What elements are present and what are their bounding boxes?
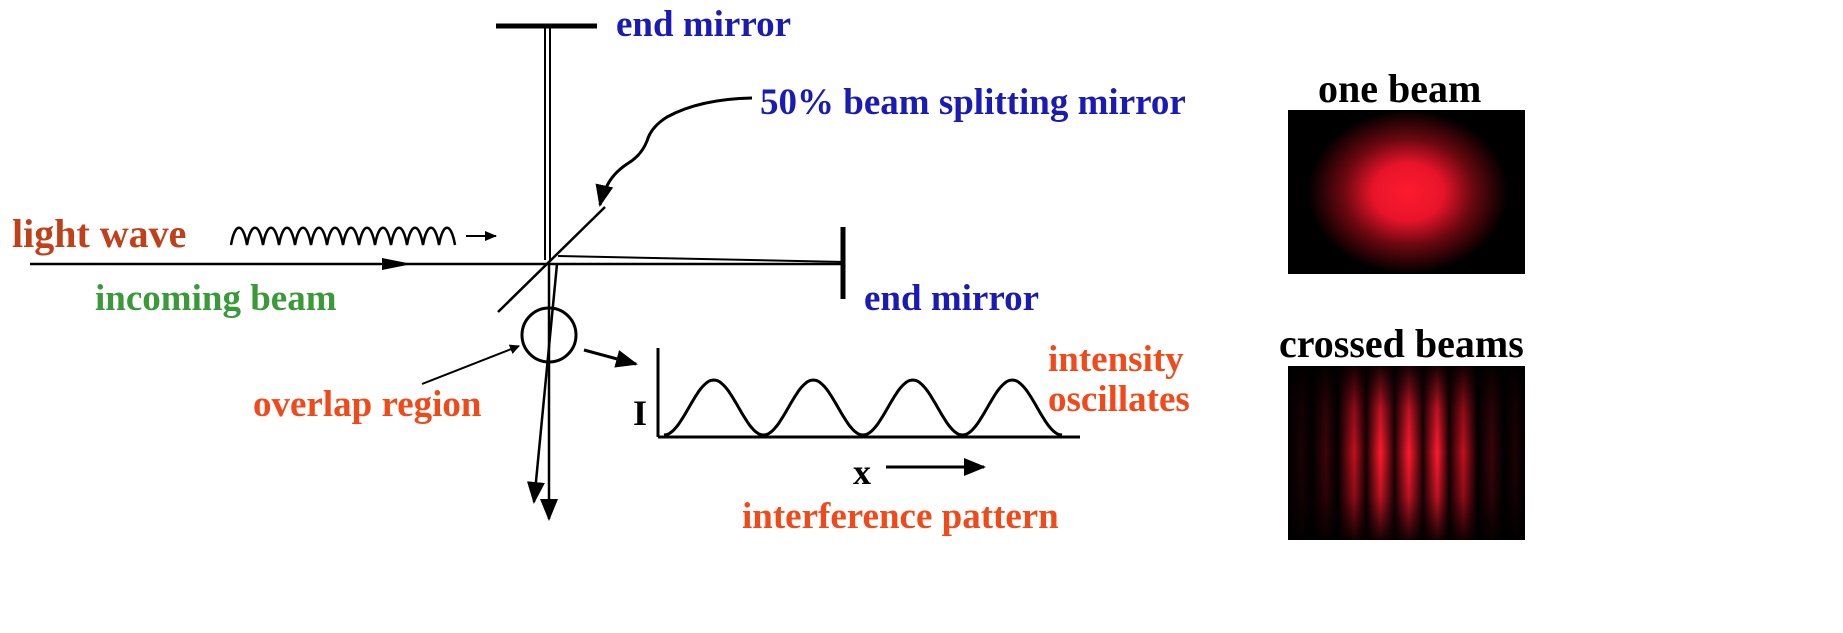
incoming-beam-arrowhead xyxy=(382,258,412,270)
overlap-region-pointer xyxy=(421,344,520,385)
intensity-curve xyxy=(663,378,1063,437)
one-beam-label: one beam xyxy=(1318,66,1481,111)
splitter-pointer-arrow xyxy=(595,96,753,207)
one-beam-spot xyxy=(1308,110,1508,274)
crossed-beams-label: crossed beams xyxy=(1279,321,1524,366)
incoming-beam-label: incoming beam xyxy=(95,278,337,319)
intensity-oscillates-line2: oscillates xyxy=(1048,379,1190,420)
beam-splitter xyxy=(497,206,606,313)
overlap-region-label: overlap region xyxy=(253,384,482,425)
beam-splitter-label: 50% beam splitting mirror xyxy=(760,82,1186,123)
right-end-mirror-label: end mirror xyxy=(864,278,1039,319)
top-end-mirror-label: end mirror xyxy=(616,4,791,45)
intensity-plot: I x xyxy=(633,348,1080,492)
to-plot-arrow xyxy=(583,348,638,368)
position-axis-label: x xyxy=(853,452,871,492)
intensity-axis-label: I xyxy=(633,393,647,433)
interference-pattern-label: interference pattern xyxy=(742,496,1059,537)
light-wave-squiggle xyxy=(229,226,457,246)
intensity-oscillates-line1: intensity xyxy=(1048,339,1184,380)
light-wave-label: light wave xyxy=(12,211,186,256)
crossed-beams-vertical-fade xyxy=(1288,366,1525,540)
right-arm-return-beam xyxy=(557,255,846,263)
output-beam-tilted xyxy=(526,263,559,504)
